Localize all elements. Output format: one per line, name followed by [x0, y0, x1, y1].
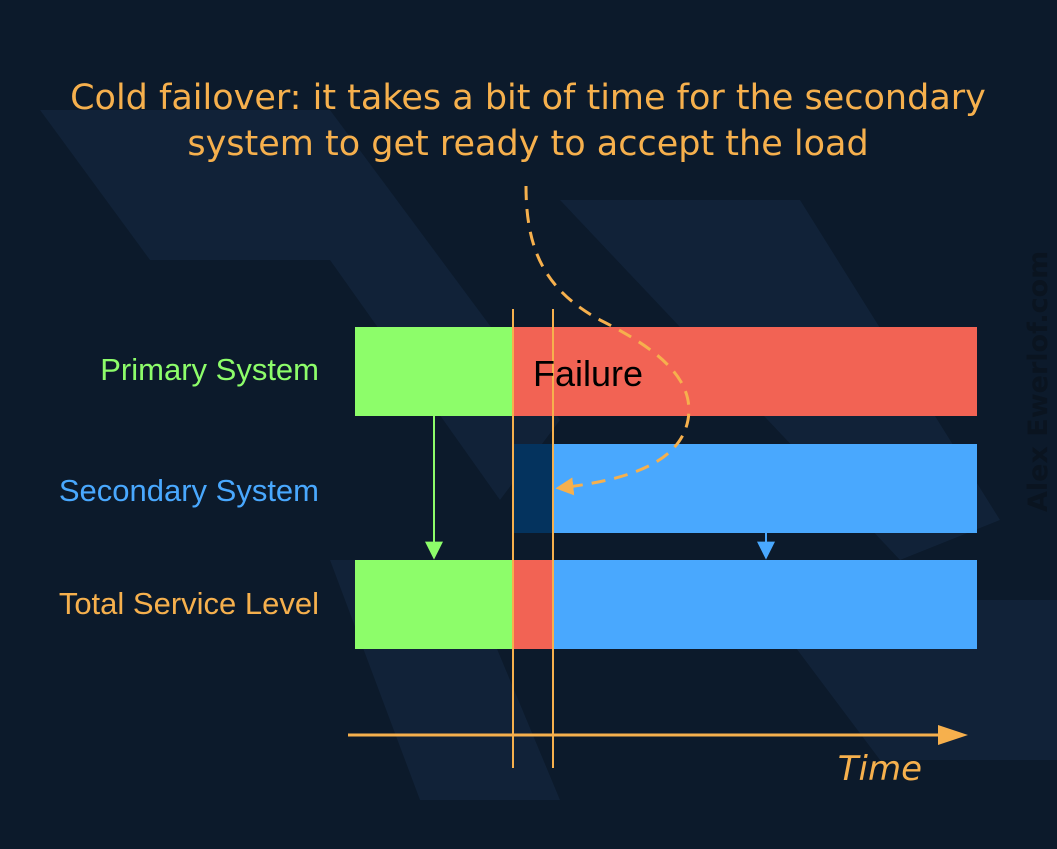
row-label-secondary: Secondary System [59, 473, 319, 508]
primary-failed-segment [513, 327, 977, 416]
failure-label: Failure [533, 353, 643, 394]
annotation-curve-arrow [524, 185, 691, 496]
time-axis-label: Time [838, 749, 922, 789]
row-label-total: Total Service Level [59, 586, 319, 621]
total-service-bar [355, 560, 977, 649]
row-label-primary: Primary System [100, 352, 319, 387]
author-credit: Alex Ewerlof.com [1023, 251, 1054, 512]
title-line-1: Cold failover: it takes a bit of time fo… [70, 78, 986, 118]
secondary-system-bar [513, 444, 977, 533]
time-axis-arrowhead [938, 725, 968, 745]
title-line-2: system to get ready to accept the load [187, 124, 868, 164]
total-outage-segment [513, 560, 553, 649]
secondary-active-segment [553, 444, 977, 533]
total-primary-segment [355, 560, 513, 649]
secondary-warming-segment [513, 444, 553, 533]
primary-system-bar [355, 327, 977, 416]
primary-up-segment [355, 327, 513, 416]
total-secondary-segment [553, 560, 977, 649]
